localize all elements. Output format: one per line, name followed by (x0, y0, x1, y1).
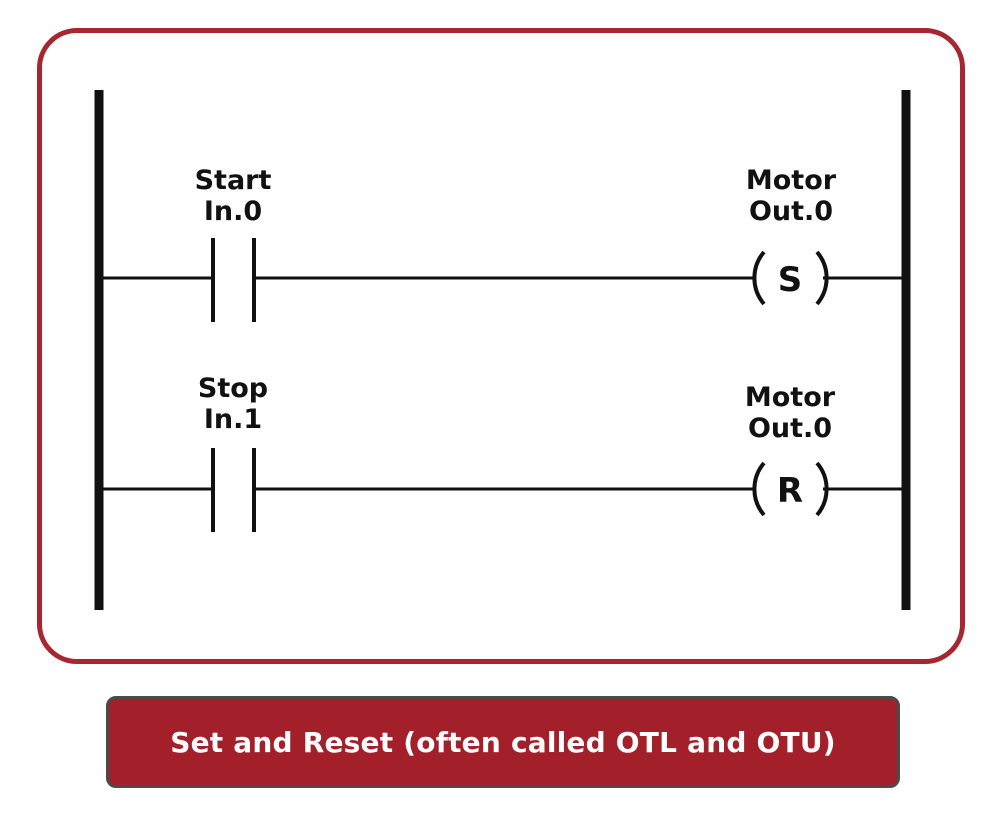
rung-1-contact-name: Start (195, 165, 272, 196)
rung-2-contact-name: Stop (198, 373, 268, 404)
rung-2-coil-address: Out.0 (748, 413, 832, 444)
rung-2-contact-address: In.1 (204, 404, 262, 435)
caption-text: Set and Reset (often called OTL and OTU) (170, 725, 836, 759)
rung-1-contact-address: In.0 (204, 196, 262, 227)
diagram-frame (37, 28, 965, 664)
rung-1-contact-symbol (211, 238, 256, 322)
caption-banner: Set and Reset (often called OTL and OTU) (106, 696, 900, 788)
rung-2-coil-letter: R (777, 471, 803, 511)
rung-2-contact-symbol (211, 448, 256, 532)
rung-1-coil-address: Out.0 (749, 196, 833, 227)
rung-1-coil-letter: S (778, 260, 803, 300)
rung-2: Stop In.1 Motor Out.0 R (103, 373, 902, 532)
rung-2-coil-name: Motor (745, 382, 836, 413)
rung-1: Start In.0 Motor Out.0 S (103, 165, 902, 322)
rung-1-coil-name: Motor (746, 165, 837, 196)
